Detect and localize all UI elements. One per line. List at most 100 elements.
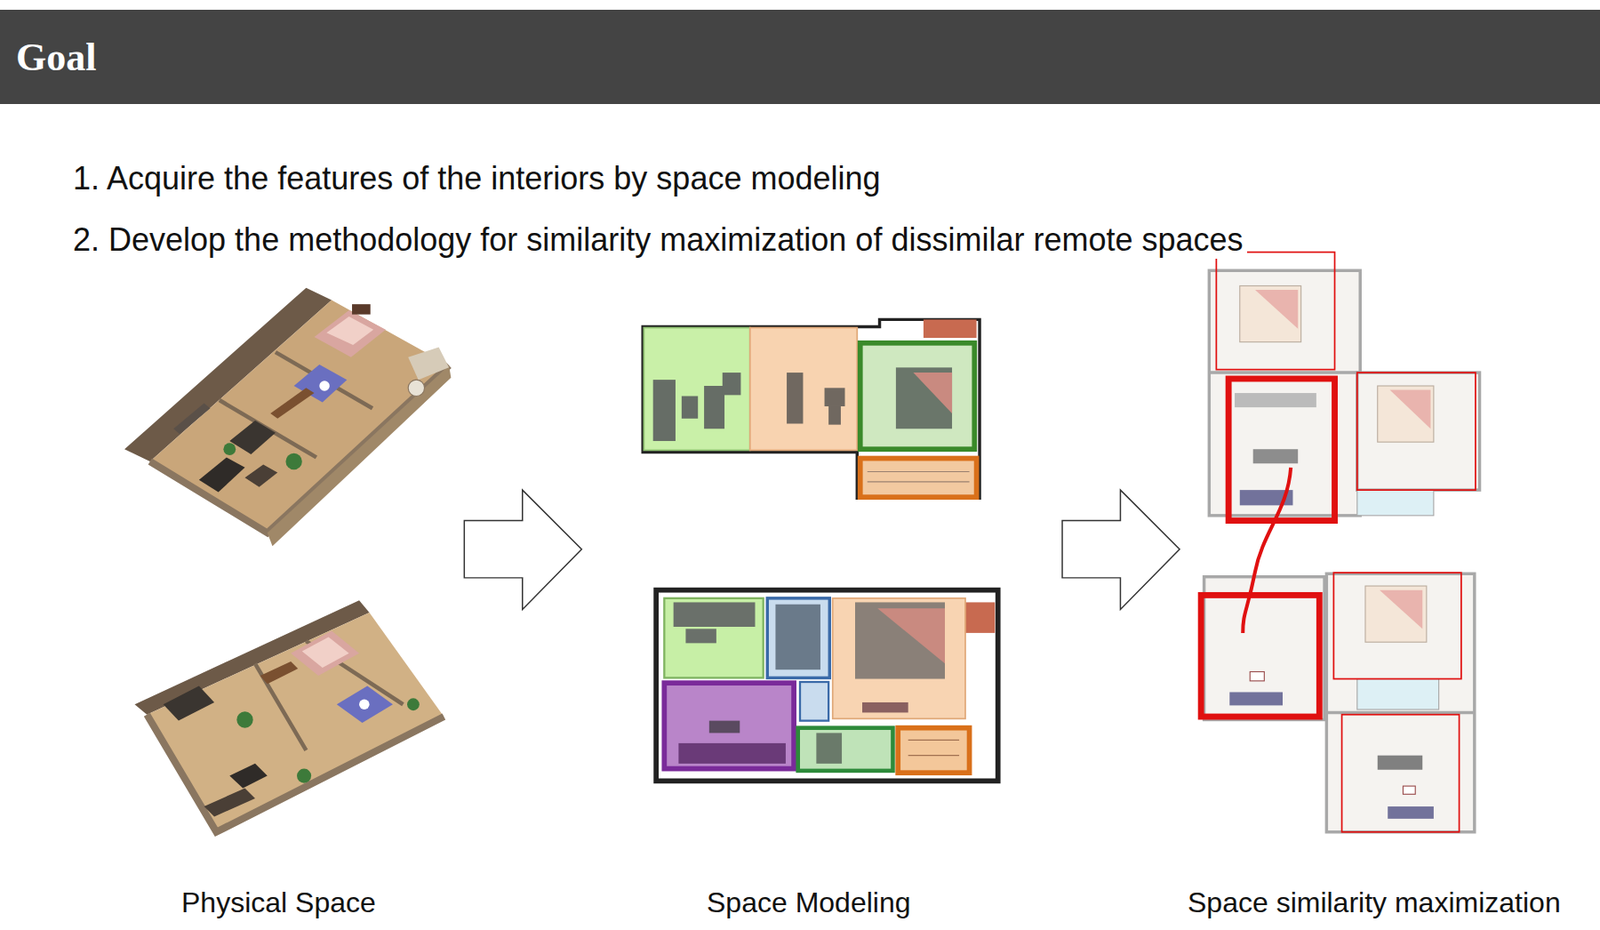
space-model-plan (860, 343, 976, 449)
isometric-room (146, 612, 444, 832)
space-model-plan (862, 702, 909, 712)
matched-floor-plan (1387, 806, 1434, 819)
highlight-box (1242, 467, 1291, 633)
isometric-room (290, 631, 360, 677)
space-model-plan (704, 385, 725, 429)
isometric-room (296, 768, 312, 784)
space-model-plan (767, 598, 830, 679)
highlight-box (1333, 572, 1461, 679)
isometric-room (219, 400, 317, 457)
isometric-room (229, 420, 276, 455)
space-model-plan (709, 720, 740, 734)
isometric-room (352, 304, 371, 314)
space-model-plan (923, 319, 977, 338)
caption: Space Modeling (706, 885, 911, 920)
isometric-room (223, 442, 236, 456)
matched-floor-plan (1377, 385, 1434, 442)
highlight-box (1228, 378, 1335, 521)
space-model-plan (867, 480, 970, 482)
space-model-plan (896, 367, 952, 429)
highlight-box (1200, 594, 1320, 717)
space-model-plan (897, 728, 969, 774)
matched-floor-plan (1326, 711, 1474, 714)
space-model-plan (786, 372, 803, 424)
goal-item: 2. Develop the methodology for similarit… (69, 220, 1248, 259)
space-model-plan (860, 458, 977, 498)
matched-floor-plan (1229, 691, 1283, 705)
matched-floor-plan (1249, 672, 1264, 681)
block-arrow (1062, 489, 1180, 609)
matched-floor-plan (1208, 370, 1360, 374)
header-bar (0, 9, 1600, 104)
space-model-plan (798, 728, 894, 771)
isometric-room (173, 403, 210, 434)
isometric-room (407, 697, 420, 711)
space-model-plan (816, 732, 842, 763)
caption: Physical Space (181, 885, 376, 920)
space-model-plan (964, 601, 995, 632)
isometric-room (135, 600, 445, 832)
space-model-plan (678, 743, 786, 764)
isometric-room (270, 387, 314, 418)
matched-floor-plan (1357, 679, 1440, 710)
matched-floor-plan (1204, 270, 1480, 832)
matched-floor-plan (1357, 372, 1480, 490)
isometric-room (319, 380, 329, 391)
space-model-plan (824, 387, 846, 407)
highlight-box (1216, 252, 1335, 370)
space-model-plan (656, 590, 999, 782)
space-model-plan (832, 598, 966, 719)
space-model-plan (664, 682, 794, 768)
goal-item: 1. Acquire the features of the interiors… (69, 159, 885, 198)
isometric-room (267, 365, 452, 546)
isometric-room (163, 686, 215, 721)
space-model-plan (653, 379, 676, 441)
isometric-room (326, 316, 374, 345)
isometric-room (336, 686, 393, 723)
matched-floor-plan (1357, 489, 1434, 516)
matched-floor-plan (1240, 285, 1302, 342)
isometric-room (245, 464, 279, 487)
space-model-plan (908, 739, 960, 741)
space-model-plan (908, 754, 960, 756)
space-model-plan (642, 319, 980, 498)
isometric-room (302, 636, 350, 667)
matched-floor-plan (1234, 392, 1317, 408)
slide-title: Goal (16, 34, 96, 80)
matched-floor-plan (1379, 590, 1423, 630)
isometric-room (124, 288, 451, 546)
space-model-plan (867, 471, 970, 472)
highlight-box (1200, 252, 1476, 832)
block-arrow (464, 489, 582, 609)
isometric-room (204, 787, 256, 816)
isometric-room (199, 456, 246, 492)
matched-floor-plan (1390, 390, 1432, 430)
matched-floor-plan (1255, 289, 1298, 329)
matched-floor-plan (1402, 785, 1416, 794)
isometric-room (285, 453, 302, 470)
isometric-room (236, 711, 253, 728)
isometric-room (408, 346, 449, 380)
space-model-plan (722, 372, 742, 395)
space-model-plan (673, 601, 756, 627)
caption: Space similarity maximization (1187, 885, 1561, 920)
highlight-box (1342, 714, 1460, 832)
space-model-plan (643, 328, 750, 451)
space-model-plan (750, 328, 858, 451)
space-model-plan (656, 590, 999, 782)
space-model-plan (685, 628, 716, 643)
space-model-plan (800, 681, 829, 721)
isometric-room (229, 763, 267, 789)
matched-floor-plan (1377, 755, 1424, 770)
space-model-plan (912, 372, 952, 414)
matched-floor-plan (1326, 573, 1474, 832)
highlight-box (1357, 372, 1476, 490)
isometric-room (260, 661, 298, 684)
isometric-room (408, 379, 424, 396)
matched-floor-plan (1253, 448, 1299, 464)
space-model-plan (775, 604, 821, 670)
isometric-room (314, 310, 386, 358)
space-model-plan (664, 598, 763, 679)
space-model-plan (877, 608, 945, 664)
